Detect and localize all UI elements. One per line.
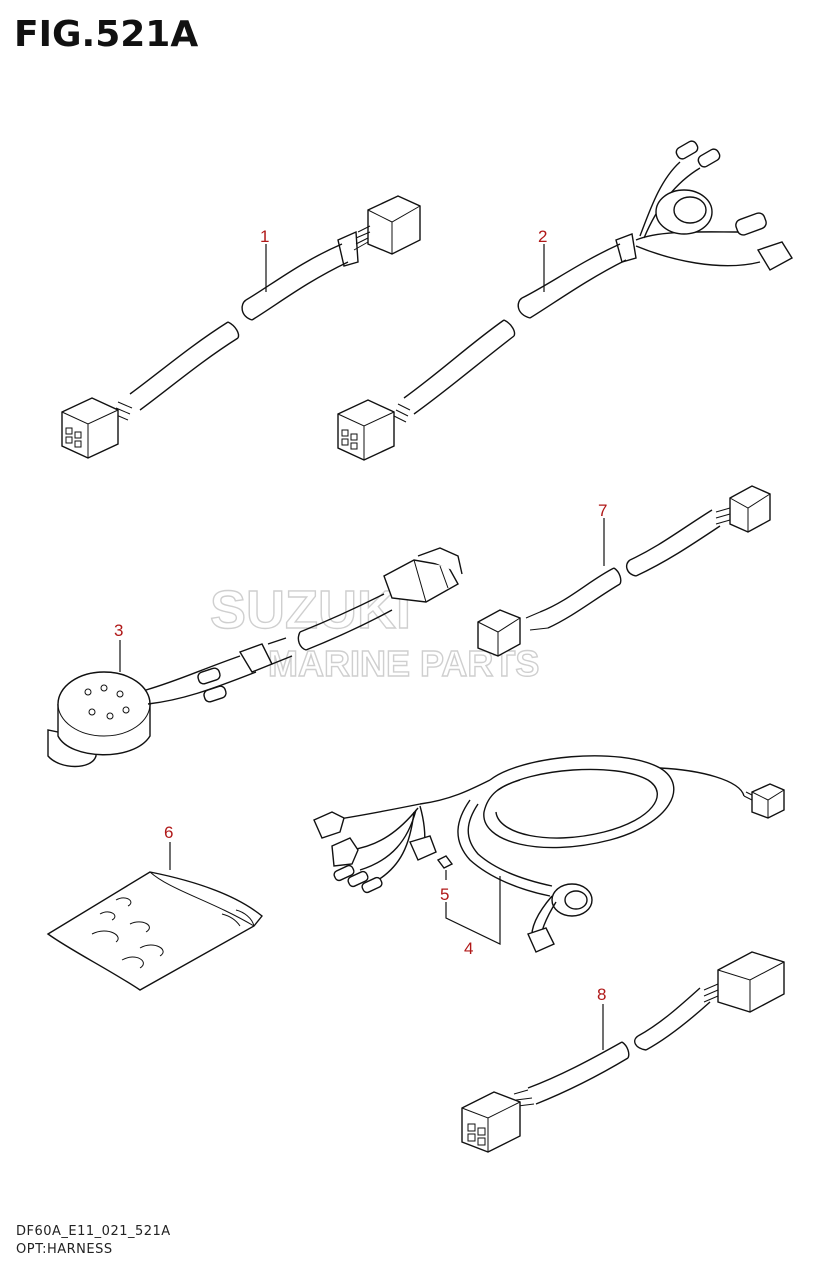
part-4-harness-loop[interactable] [313, 755, 785, 953]
callout-6[interactable]: 6 [164, 823, 173, 842]
section-name: OPT:HARNESS [16, 1242, 113, 1257]
connector-icon [717, 951, 785, 1013]
connector-icon [367, 195, 421, 255]
part-8-extension-harness[interactable] [461, 951, 785, 1153]
callout-5[interactable]: 5 [440, 885, 449, 904]
connector-icon [337, 399, 395, 461]
callout-3[interactable]: 3 [114, 621, 123, 640]
part-2-main-harness[interactable] [337, 139, 793, 461]
watermark: SUZUKI MARINE PARTS [209, 579, 540, 684]
part-6-bag-kit[interactable] [46, 871, 263, 991]
part-7-adapter-harness[interactable] [477, 485, 771, 657]
callout-1[interactable]: 1 [260, 227, 269, 246]
callout-8[interactable]: 8 [597, 985, 606, 1004]
watermark-brand: SUZUKI [210, 580, 411, 640]
callout-7[interactable]: 7 [598, 501, 607, 520]
connector-icon [729, 485, 771, 533]
connector-icon [477, 609, 521, 657]
model-code: DF60A_E11_021_521A [16, 1224, 171, 1239]
callout-4[interactable]: 4 [464, 939, 473, 958]
callout-2[interactable]: 2 [538, 227, 547, 246]
connector-icon [461, 1091, 521, 1153]
figure-title: FIG.521A [14, 14, 199, 55]
part-1-extension-harness[interactable] [61, 195, 421, 459]
part-3-buzzer[interactable] [47, 547, 463, 768]
part-5-fuse[interactable] [436, 855, 454, 869]
connector-icon [61, 397, 119, 459]
